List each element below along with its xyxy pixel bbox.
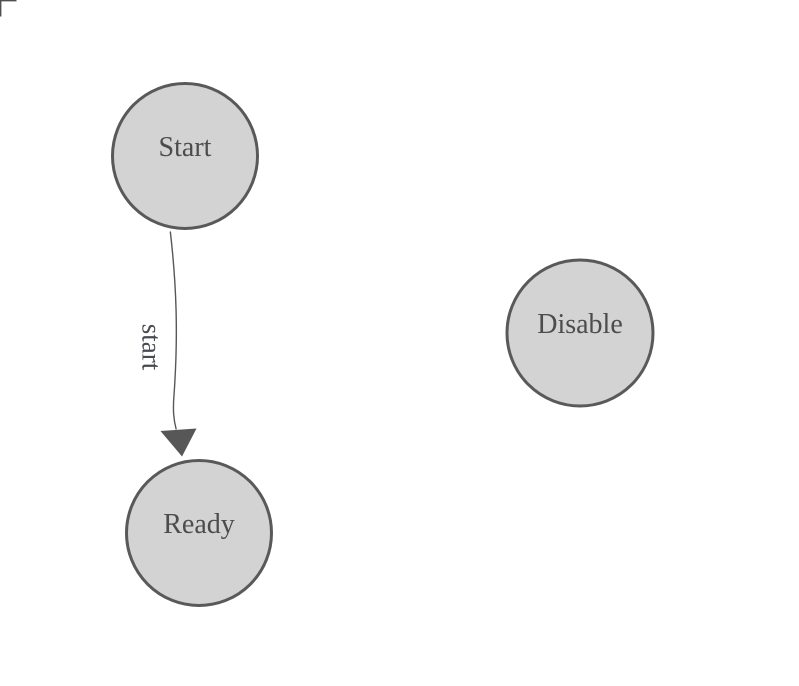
transition-start-to-ready[interactable]: start xyxy=(137,231,197,457)
state-circle-disable[interactable] xyxy=(505,258,655,408)
state-label-disable: Disable xyxy=(537,309,623,340)
edge-arrowhead-icon xyxy=(160,428,197,457)
state-circle-ready[interactable] xyxy=(125,459,273,607)
state-label-start: Start xyxy=(159,132,212,163)
paper-origin-corner-icon xyxy=(0,0,17,17)
edge-path-start-to-ready[interactable] xyxy=(169,231,178,430)
state-node-start[interactable]: Start xyxy=(111,82,259,230)
state-node-disable[interactable]: Disable xyxy=(505,258,655,408)
state-circle-start[interactable] xyxy=(111,82,259,230)
state-node-ready[interactable]: Ready xyxy=(125,459,273,607)
edge-label-start: start xyxy=(137,324,167,371)
state-label-ready: Ready xyxy=(163,509,235,540)
